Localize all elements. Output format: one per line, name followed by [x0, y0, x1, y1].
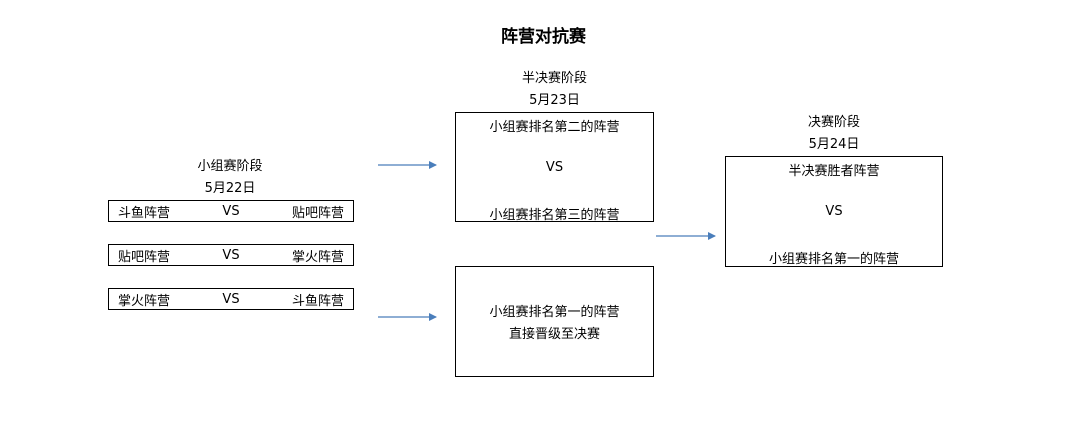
team-right: 斗鱼阵营	[291, 293, 344, 309]
group-stage-label: 小组赛阶段	[197, 159, 263, 174]
semifinal-stage-date: 5月23日	[529, 93, 580, 108]
group-match-1: 斗鱼阵营 VS 贴吧阵营	[108, 200, 354, 222]
semifinal-match-box: 小组赛排名第二的阵营 VS 小组赛排名第三的阵营	[455, 112, 654, 223]
vs-label: VS	[222, 291, 240, 307]
vs-label: VS	[222, 203, 240, 219]
semifinal-top-team: 小组赛排名第二的阵营	[489, 120, 620, 135]
group-match-3: 掌火阵营 VS 斗鱼阵营	[108, 288, 354, 310]
bye-box: 小组赛排名第一的阵营 直接晋级至决赛	[455, 266, 654, 377]
bye-note: 直接晋级至决赛	[508, 327, 600, 342]
team-right: 贴吧阵营	[291, 205, 344, 221]
team-right: 掌火阵营	[291, 249, 344, 265]
final-top-team: 半决赛胜者阵营	[788, 164, 880, 179]
bye-team: 小组赛排名第一的阵营	[489, 305, 620, 320]
team-left: 贴吧阵营	[118, 249, 171, 265]
group-match-2: 贴吧阵营 VS 掌火阵营	[108, 244, 354, 266]
team-left: 掌火阵营	[118, 293, 171, 309]
final-stage-date: 5月24日	[808, 137, 860, 152]
final-stage-label: 决赛阶段	[807, 115, 860, 130]
vs-label: VS	[825, 204, 843, 219]
semifinal-bottom-team: 小组赛排名第三的阵营	[489, 208, 620, 223]
team-left: 斗鱼阵营	[118, 205, 171, 221]
final-bottom-team: 小组赛排名第一的阵营	[768, 252, 899, 267]
final-match-box: 半决赛胜者阵营 VS 小组赛排名第一的阵营	[725, 156, 943, 267]
group-stage-date: 5月22日	[204, 181, 256, 196]
diagram-title: 阵营对抗赛	[501, 27, 586, 47]
vs-label: VS	[222, 247, 240, 263]
semifinal-stage-label: 半决赛阶段	[521, 71, 587, 86]
vs-label: VS	[545, 160, 564, 175]
